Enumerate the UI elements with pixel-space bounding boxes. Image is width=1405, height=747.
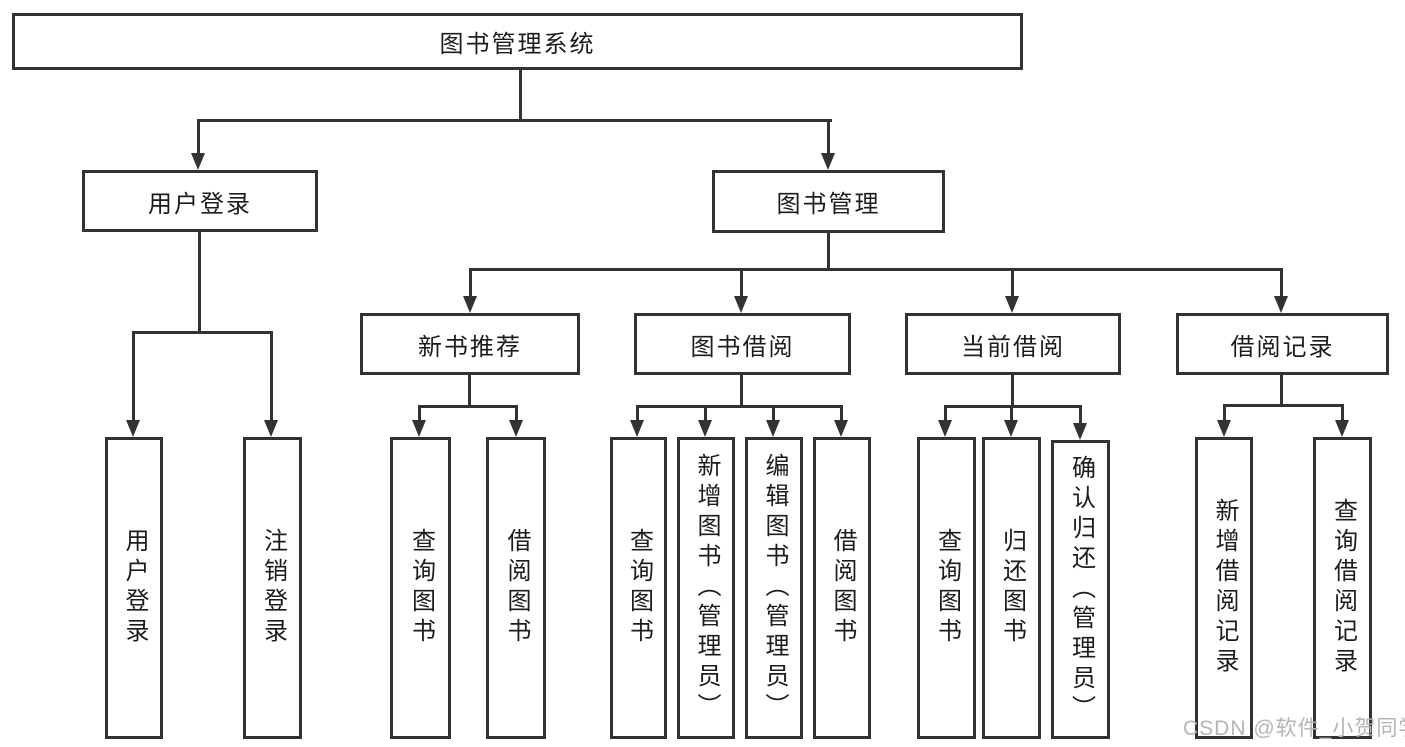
leaf-user-login: 用户登录 — [105, 437, 163, 739]
leaf-add-borrow-record-label: 新增借阅记录 — [1211, 498, 1238, 678]
leaf-add-books-admin: 新增图书（管理员） — [677, 437, 735, 739]
connector-line — [944, 405, 1082, 408]
node-book-borrowing: 图书借阅 — [634, 313, 851, 375]
arrowhead — [1274, 296, 1288, 313]
connector-line — [1079, 405, 1082, 425]
node-borrow-records: 借阅记录 — [1176, 313, 1389, 375]
connector-line — [772, 405, 775, 423]
connector-line — [1280, 375, 1283, 407]
connector-line — [132, 331, 273, 334]
arrowhead — [264, 420, 278, 437]
leaf-query-books-borrowing-label: 查询图书 — [625, 528, 653, 648]
node-root-label: 图书管理系统 — [439, 31, 596, 58]
node-book-borrowing-label: 图书借阅 — [690, 333, 795, 361]
arrowhead — [1073, 423, 1087, 440]
arrowhead — [126, 420, 140, 437]
connector-line — [636, 405, 843, 408]
node-borrow-records-label: 借阅记录 — [1230, 333, 1335, 361]
connector-line — [515, 405, 518, 423]
leaf-borrow-books-recommend-label: 借阅图书 — [503, 528, 530, 648]
connector-line — [1011, 375, 1014, 408]
leaf-add-borrow-record: 新增借阅记录 — [1195, 437, 1253, 739]
leaf-query-borrow-record: 查询借阅记录 — [1313, 437, 1372, 739]
leaf-borrow-books: 借阅图书 — [813, 437, 871, 739]
arrowhead — [1335, 420, 1349, 437]
arrowhead — [1005, 296, 1019, 313]
node-book-management: 图书管理 — [712, 170, 945, 233]
leaf-query-books-recommend-label: 查询图书 — [407, 528, 435, 648]
leaf-confirm-return-admin: 确认归还（管理员） — [1051, 440, 1110, 739]
leaf-logout-label: 注销登录 — [259, 528, 287, 648]
connector-line — [1223, 404, 1344, 407]
node-user-login: 用户登录 — [82, 170, 318, 232]
arrowhead — [1004, 420, 1018, 437]
connector-line — [1010, 405, 1013, 423]
arrowhead — [938, 420, 952, 437]
node-current-borrowing: 当前借阅 — [905, 313, 1121, 375]
connector-line — [1341, 404, 1344, 423]
connector-line — [636, 405, 639, 423]
node-new-book-recommend: 新书推荐 — [360, 313, 580, 375]
arrowhead — [698, 420, 712, 437]
leaf-query-books-borrowing: 查询图书 — [610, 437, 667, 739]
connector-line — [469, 268, 1283, 271]
connector-line — [704, 405, 707, 423]
connector-line — [197, 119, 832, 122]
node-user-login-label: 用户登录 — [148, 190, 252, 218]
connector-line — [1280, 268, 1283, 299]
connector-line — [740, 375, 743, 408]
leaf-add-books-admin-label: 新增图书（管理员） — [693, 453, 720, 723]
node-current-borrowing-label: 当前借阅 — [961, 333, 1065, 361]
connector-line — [944, 405, 947, 423]
connector-line — [270, 331, 273, 423]
leaf-borrow-books-label: 借阅图书 — [829, 528, 856, 648]
leaf-query-books-current: 查询图书 — [917, 437, 976, 739]
connector-line — [198, 232, 201, 334]
arrowhead — [821, 153, 835, 170]
leaf-query-books-recommend: 查询图书 — [390, 437, 451, 739]
connector-line — [840, 405, 843, 423]
connector-line — [740, 268, 743, 299]
leaf-edit-books-admin: 编辑图书（管理员） — [745, 437, 803, 739]
arrowhead — [509, 420, 523, 437]
connector-line — [1011, 268, 1014, 299]
connector-line — [469, 268, 472, 299]
leaf-borrow-books-recommend: 借阅图书 — [486, 437, 546, 739]
arrowhead — [630, 420, 644, 437]
csdn-watermark: CSDN @软件_小贺同学 — [1183, 717, 1405, 740]
leaf-return-books: 归还图书 — [982, 437, 1041, 739]
connector-line — [197, 119, 200, 156]
connector-line — [1223, 404, 1226, 423]
leaf-user-login-label: 用户登录 — [121, 528, 148, 648]
leaf-query-books-current-label: 查询图书 — [933, 528, 961, 648]
arrowhead — [1217, 420, 1231, 437]
connector-line — [132, 331, 135, 423]
arrowhead — [463, 296, 477, 313]
leaf-edit-books-admin-label: 编辑图书（管理员） — [761, 453, 788, 723]
connector-line — [468, 375, 471, 408]
leaf-return-books-label: 归还图书 — [998, 528, 1026, 648]
leaf-logout: 注销登录 — [243, 437, 302, 739]
connector-line — [827, 119, 830, 156]
leaf-confirm-return-admin-label: 确认归还（管理员） — [1067, 454, 1095, 725]
node-root: 图书管理系统 — [12, 13, 1023, 70]
arrowhead — [412, 420, 426, 437]
leaf-query-borrow-record-label: 查询借阅记录 — [1329, 498, 1357, 678]
node-new-book-recommend-label: 新书推荐 — [418, 333, 522, 361]
arrowhead — [834, 420, 848, 437]
connector-line — [418, 405, 518, 408]
arrowhead — [766, 420, 780, 437]
connector-line — [519, 69, 522, 122]
connector-line — [418, 405, 421, 423]
arrowhead — [191, 153, 205, 170]
arrowhead — [734, 296, 748, 313]
connector-line — [827, 233, 830, 271]
node-book-management-label: 图书管理 — [776, 191, 881, 218]
